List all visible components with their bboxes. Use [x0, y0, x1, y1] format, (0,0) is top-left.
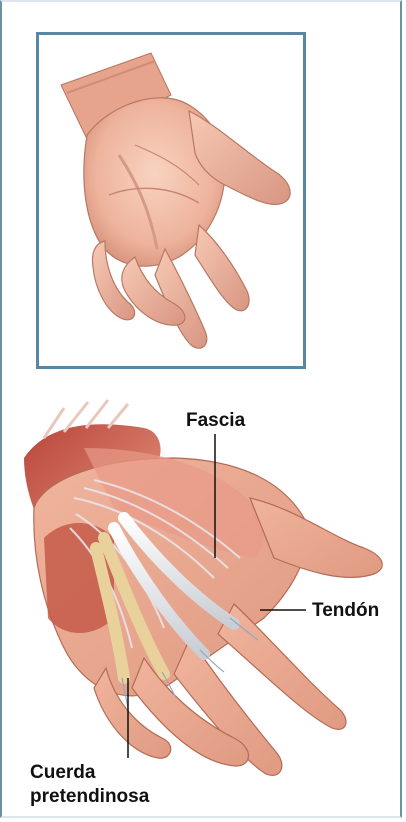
- contracted-hand-illustration: [39, 35, 303, 366]
- top-hand-panel: [36, 32, 306, 369]
- cord-label-line2: pretendinosa: [30, 786, 149, 807]
- tendon-label: Tendón: [312, 600, 379, 621]
- cord-label-line1: Cuerda: [30, 762, 95, 783]
- fascia-label: Fascia: [186, 410, 245, 431]
